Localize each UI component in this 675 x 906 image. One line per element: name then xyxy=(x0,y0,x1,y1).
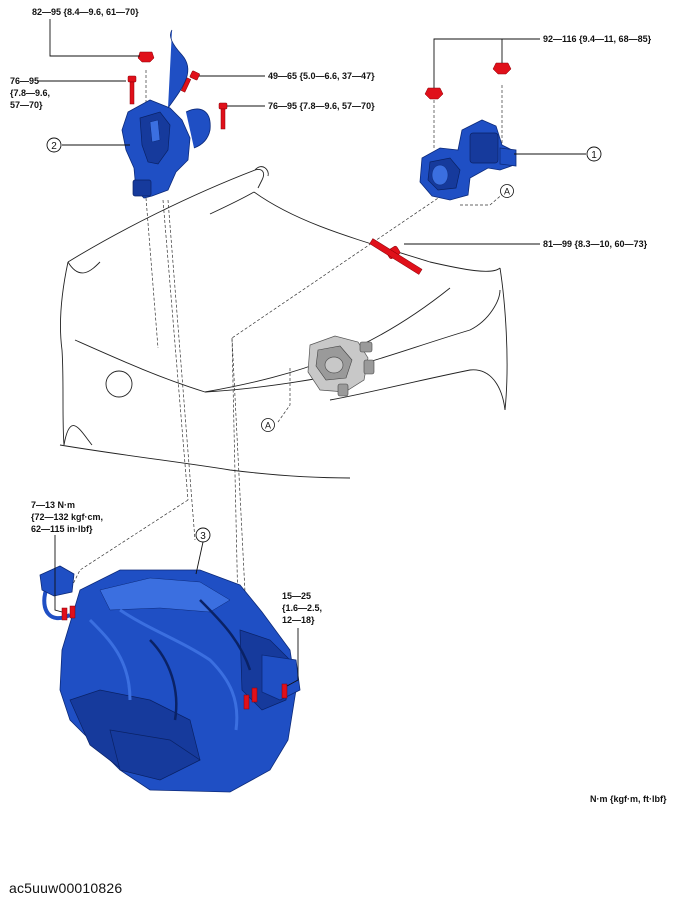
torque-76a-line3: 57—70} xyxy=(10,100,43,110)
body-mount-bracket xyxy=(307,335,375,397)
engine-bolt-icon xyxy=(61,607,68,621)
vehicle-body-outline xyxy=(59,166,508,479)
torque-15-line1: 15—25 xyxy=(282,591,311,601)
unit-note: N·m {kgf·m, ft·lbf} xyxy=(590,794,667,804)
callout-1-label: 1 xyxy=(591,150,597,161)
nut-82-icon xyxy=(137,51,155,63)
bolt-group-right-mount xyxy=(369,62,512,275)
right-engine-mount xyxy=(419,119,517,201)
bolt-76a-icon xyxy=(127,75,137,105)
torque-15-line2: {1.6—2.5, xyxy=(282,603,322,613)
torque-7-line1: 7—13 N·m xyxy=(31,500,75,510)
callout-3-label: 3 xyxy=(200,531,206,542)
alignment-guides xyxy=(69,70,506,701)
bolt-group-engine xyxy=(61,605,288,710)
left-mount-bracket xyxy=(121,29,211,199)
engine-bolt-icon xyxy=(251,687,258,703)
document-id: ac5uuw00010826 xyxy=(9,880,123,896)
bolt-49-icon xyxy=(180,70,200,93)
torque-81: 81—99 {8.3—10, 60—73} xyxy=(543,239,648,249)
torque-7-line2: {72—132 kgf·cm, xyxy=(31,512,103,522)
callout-2: 2 xyxy=(46,137,62,153)
torque-49: 49—65 {5.0—6.6, 37—47} xyxy=(268,71,375,81)
nut-92a-icon xyxy=(424,87,444,100)
reference-a-lower-label: A xyxy=(265,421,271,431)
bolt-group-left-mount xyxy=(127,51,228,130)
engine-bolt-icon xyxy=(281,683,288,699)
callout-1: 1 xyxy=(586,146,602,162)
reference-a-upper: A xyxy=(500,184,514,198)
bolt-76b-icon xyxy=(218,102,228,130)
torque-76a-line2: {7.8—9.6, xyxy=(10,88,50,98)
engine-bolt-icon xyxy=(69,605,76,619)
torque-15-line3: 12—18} xyxy=(282,615,315,625)
torque-76b: 76—95 {7.8—9.6, 57—70} xyxy=(268,101,375,111)
nut-92b-icon xyxy=(492,62,512,75)
engine-bolt-icon xyxy=(243,694,250,710)
callout-3: 3 xyxy=(195,527,211,543)
torque-82: 82—95 {8.4—9.6, 61—70} xyxy=(32,7,139,17)
callout-2-label: 2 xyxy=(51,141,57,152)
reference-a-upper-label: A xyxy=(504,187,510,197)
torque-76a-line1: 76—95 xyxy=(10,76,39,86)
through-bolt-81-icon xyxy=(369,238,423,275)
engine-assembly xyxy=(39,565,301,793)
torque-labels: 82—95 {8.4—9.6, 61—70} 76—95 {7.8—9.6, 5… xyxy=(10,7,652,625)
reference-a-lower: A xyxy=(261,418,275,432)
leader-lines xyxy=(38,19,586,687)
torque-7-line3: 62—115 in·lbf} xyxy=(31,524,93,534)
torque-92: 92—116 {9.4—11, 68—85} xyxy=(543,34,652,44)
